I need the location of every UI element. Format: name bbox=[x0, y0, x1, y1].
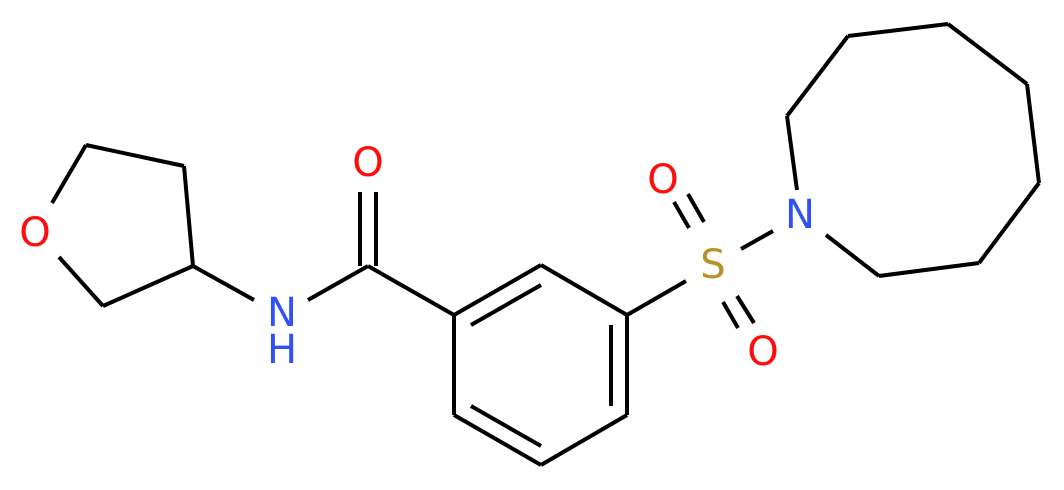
azocane-nitrogen-label: N bbox=[785, 192, 815, 238]
thf-oxygen-label: O bbox=[19, 210, 50, 256]
oxolane-ring bbox=[50, 143, 195, 308]
sulfonyl-double-bond-bottom bbox=[721, 294, 756, 329]
sulfonyl-oxygen-bottom-label: O bbox=[747, 329, 778, 375]
bond-ring-to-amide-n bbox=[192, 264, 255, 302]
bond-sulfur-to-azocane-n bbox=[740, 229, 774, 251]
sulfonyl-oxygen-top-label: O bbox=[647, 157, 678, 203]
sulfur-label: S bbox=[700, 242, 725, 288]
amide-hydrogen-label: H bbox=[267, 327, 297, 373]
azocane-ring bbox=[785, 22, 1041, 278]
carbonyl-oxygen-label: O bbox=[352, 140, 383, 186]
bond-carbonyl-to-benzene bbox=[367, 264, 455, 317]
bond-amide-n-to-carbonyl bbox=[307, 264, 369, 302]
carbonyl-double-bond bbox=[358, 192, 378, 266]
bond-benzene-to-sulfur bbox=[626, 279, 687, 317]
sulfonyl-double-bond-top bbox=[672, 193, 706, 229]
benzene-ring bbox=[452, 263, 629, 467]
amide-nitrogen-label: N bbox=[267, 290, 297, 336]
